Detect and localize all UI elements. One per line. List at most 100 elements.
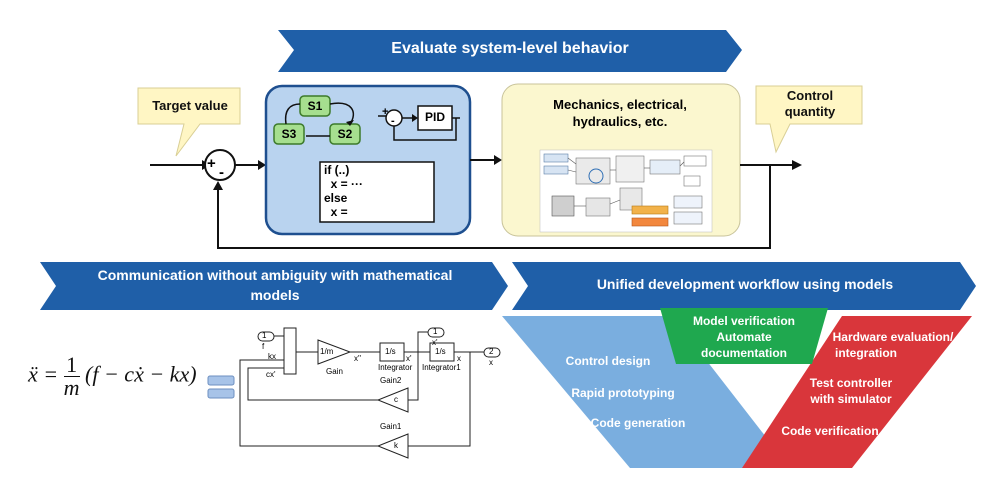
v-left-item-3: Code generation bbox=[590, 416, 686, 430]
code-box bbox=[319, 161, 435, 223]
outport-1-num: 1 bbox=[433, 327, 438, 336]
state-machine bbox=[273, 95, 361, 145]
arrowhead bbox=[258, 160, 266, 170]
right-banner-shape bbox=[512, 262, 976, 310]
code-line-4: x = bbox=[324, 205, 348, 219]
v-right-mid-line-2: with simulator bbox=[810, 392, 892, 406]
plant-subblock bbox=[673, 195, 703, 209]
arrowhead bbox=[346, 120, 354, 126]
outport-1-label: x' bbox=[432, 338, 438, 347]
state-s1-label: S1 bbox=[307, 99, 323, 113]
equals-bar bbox=[207, 388, 235, 399]
equation-lhs: ẍ = bbox=[28, 361, 64, 387]
xd-label: x' bbox=[406, 354, 412, 363]
plant-wire bbox=[609, 199, 621, 205]
arrowhead bbox=[213, 181, 223, 190]
plant-diagram bbox=[539, 149, 713, 233]
inport-1-label: f bbox=[262, 342, 265, 351]
pid-block bbox=[417, 105, 453, 131]
control-callout-shape bbox=[755, 85, 863, 154]
right-banner-label: Unified development workflow using model… bbox=[596, 276, 894, 292]
state-s1 bbox=[299, 95, 331, 117]
left-banner-shape bbox=[40, 262, 508, 310]
state-s2-label: S2 bbox=[337, 127, 353, 141]
arrowhead bbox=[792, 160, 802, 170]
pid-label: PID bbox=[424, 110, 445, 124]
gain-text: 1/m bbox=[320, 347, 334, 356]
plant-wire bbox=[567, 169, 577, 173]
equals-bar bbox=[207, 375, 235, 386]
plant-subblock bbox=[543, 165, 569, 175]
simulink-wire bbox=[247, 367, 378, 401]
arrowhead bbox=[494, 155, 502, 165]
simulink-wire bbox=[417, 331, 428, 352]
equation-fraction: 1 m bbox=[63, 352, 80, 400]
outport-2 bbox=[483, 347, 501, 358]
x-label: x bbox=[457, 354, 461, 363]
equation: ẍ = 1 m (f − cẋ − kx) bbox=[28, 354, 197, 399]
v-right-top-line-2: integration bbox=[835, 346, 897, 360]
top-banner-label: Evaluate system-level behavior bbox=[391, 40, 629, 57]
target-callout-shape bbox=[137, 87, 241, 157]
outport-1 bbox=[427, 327, 445, 338]
v-top-line-1: Model verification bbox=[692, 314, 796, 328]
gain-label: Gain bbox=[326, 367, 343, 376]
gain1-block bbox=[376, 433, 409, 459]
integrator-text: 1/s bbox=[385, 347, 396, 356]
gain2-label: Gain2 bbox=[380, 376, 402, 385]
state-s2 bbox=[329, 123, 361, 145]
target-value-label: Target value bbox=[152, 98, 228, 113]
kx-label: kx bbox=[268, 352, 276, 361]
plant-subblock bbox=[619, 187, 643, 211]
integrator-label: Integrator bbox=[378, 363, 413, 372]
plant-subblock bbox=[615, 155, 645, 183]
gain2-text: c bbox=[394, 395, 398, 404]
transition-arrow bbox=[284, 103, 301, 125]
v-right-shape bbox=[742, 316, 972, 468]
outport-2-num: 2 bbox=[489, 347, 494, 356]
simulink-diagram bbox=[239, 327, 501, 459]
gain1-label: Gain1 bbox=[380, 422, 402, 431]
gain-block bbox=[317, 339, 352, 365]
code-line-2: x = ··· bbox=[324, 177, 364, 191]
plant-subblock bbox=[631, 217, 669, 227]
control-quantity-label: Control quantity bbox=[784, 88, 836, 119]
equation-rhs: (f − cẋ − kx) bbox=[85, 361, 197, 387]
plant-subblock bbox=[631, 205, 669, 215]
plant-subblock bbox=[588, 168, 604, 184]
v-left-shape bbox=[502, 316, 790, 468]
outport-2-label: x bbox=[489, 358, 493, 367]
v-left-item-1: Control design bbox=[565, 354, 651, 368]
plant-wire bbox=[567, 157, 577, 165]
xdd-label: x'' bbox=[354, 354, 362, 363]
v-top-line-2: Automate bbox=[716, 330, 772, 344]
plant-title: Mechanics, electrical, hydraulics, etc. bbox=[553, 97, 687, 129]
code-line-1: if (..) bbox=[324, 163, 350, 177]
v-top-shape bbox=[660, 308, 828, 364]
plant-subblock bbox=[683, 175, 701, 187]
inport-1-num: 1 bbox=[262, 331, 267, 340]
gain2-block bbox=[376, 387, 409, 413]
plant-subblock bbox=[551, 195, 575, 217]
plant-wire bbox=[679, 161, 685, 167]
v-right-bottom: Code verification bbox=[781, 424, 879, 438]
state-s3 bbox=[273, 123, 305, 145]
plant-subblock bbox=[543, 153, 569, 163]
sum-plus-sign: + bbox=[207, 155, 216, 172]
integrator1-label: Integrator1 bbox=[422, 363, 461, 372]
simulink-wire bbox=[408, 352, 419, 401]
code-line-3: else bbox=[324, 191, 348, 205]
integrator1-text: 1/s bbox=[435, 347, 446, 356]
simulink-wire bbox=[239, 359, 378, 447]
v-right-mid-line-1: Test controller bbox=[809, 376, 893, 390]
sum-block bbox=[283, 327, 297, 375]
plant-subblock bbox=[575, 157, 611, 185]
arrowhead bbox=[412, 114, 418, 122]
plant-subblock bbox=[585, 197, 611, 217]
pid-sum-minus: - bbox=[391, 115, 395, 127]
v-top-line-3: documentation bbox=[701, 346, 787, 360]
feedback-line bbox=[217, 165, 771, 249]
plant-subblock bbox=[683, 155, 707, 167]
state-s3-label: S3 bbox=[281, 127, 297, 141]
